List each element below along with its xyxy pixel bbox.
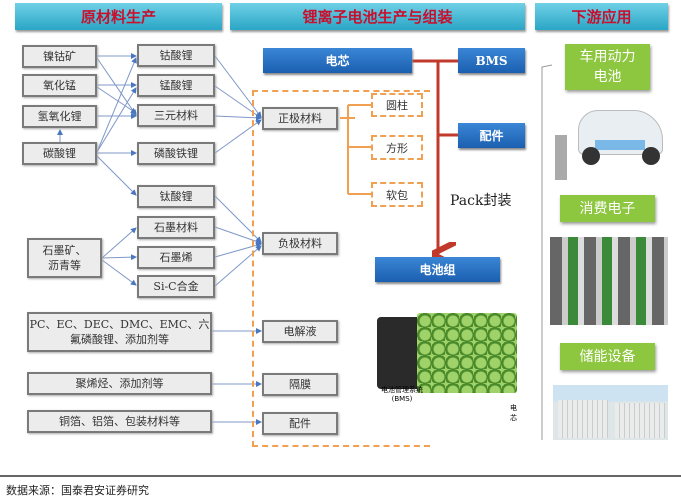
raw-lithium-carbonate: 碳酸锂 [22, 142, 97, 165]
cell-image-label: 电芯 [510, 404, 517, 422]
raw-electrolyte: PC、EC、DEC、DMC、EMC、六氟磷酸锂、添加剂等 [27, 312, 212, 352]
raw-lithium-hydroxide: 氢氧化锂 [22, 105, 97, 128]
mat-graphite: 石墨材料 [137, 216, 215, 239]
cell-components-group [252, 90, 430, 447]
label: 车用动力 [579, 49, 636, 65]
cell-bar: 电芯 [263, 48, 412, 73]
raw-nickel-cobalt: 镍钴矿 [22, 45, 97, 68]
app-ev-battery: 车用动力电池 [565, 44, 650, 90]
comp-parts: 配件 [262, 412, 338, 435]
raw-foil: 铜箔、铝箔、包装材料等 [27, 410, 212, 433]
header-downstream: 下游应用 [535, 3, 668, 30]
mat-lto: 钛酸锂 [137, 185, 215, 208]
app-energy-storage: 储能设备 [560, 343, 655, 370]
label: 电池管理系统 [381, 386, 423, 394]
app-consumer-electronics: 消费电子 [560, 195, 655, 222]
label: 石墨矿、 [42, 244, 87, 257]
bracket-line [541, 64, 553, 440]
comp-separator: 隔膜 [262, 373, 338, 396]
storage-container-image [553, 385, 668, 440]
shape-pouch: 软包 [371, 182, 423, 207]
bms-box: BMS [458, 48, 525, 73]
source-footer: 数据来源：国泰君安证券研究 [6, 484, 149, 497]
battery-pack-box: 电池组 [375, 257, 500, 282]
comp-cathode: 正极材料 [262, 107, 338, 130]
mat-lco: 钴酸锂 [137, 44, 215, 67]
raw-polyolefin: 聚烯烃、添加剂等 [27, 372, 212, 395]
shape-prismatic: 方形 [371, 135, 423, 160]
ev-image [550, 105, 665, 180]
label: PC、EC、DEC、DMC、EMC、六 [29, 318, 210, 331]
pack-label: Pack封装 [450, 193, 512, 209]
mat-graphene: 石墨烯 [137, 246, 215, 269]
label: 沥青等 [48, 259, 81, 272]
shape-cylindrical: 圆柱 [371, 93, 423, 117]
bms-image-label: 电池管理系统(BMS) [372, 385, 432, 403]
raw-manganese-oxide: 氧化锰 [22, 74, 97, 97]
label: 氟磷酸锂、添加剂等 [70, 333, 169, 346]
header-battery-production: 锂离子电池生产与组装 [230, 3, 525, 30]
label: (BMS) [391, 395, 413, 403]
battery-pack-image: 电池管理系统(BMS) 电芯 [372, 305, 522, 422]
parts-box: 配件 [458, 123, 525, 148]
comp-electrolyte: 电解液 [262, 320, 338, 343]
label: 电池 [593, 69, 622, 85]
header-raw-materials: 原材料生产 [15, 3, 222, 30]
electronics-image [550, 237, 668, 325]
comp-anode: 负极材料 [262, 232, 338, 255]
mat-si-c: Si-C合金 [137, 275, 215, 298]
mat-lfp: 磷酸铁锂 [137, 142, 215, 165]
mat-lmo: 锰酸锂 [137, 74, 215, 97]
mat-ternary: 三元材料 [137, 104, 215, 127]
raw-graphite: 石墨矿、沥青等 [27, 238, 102, 278]
